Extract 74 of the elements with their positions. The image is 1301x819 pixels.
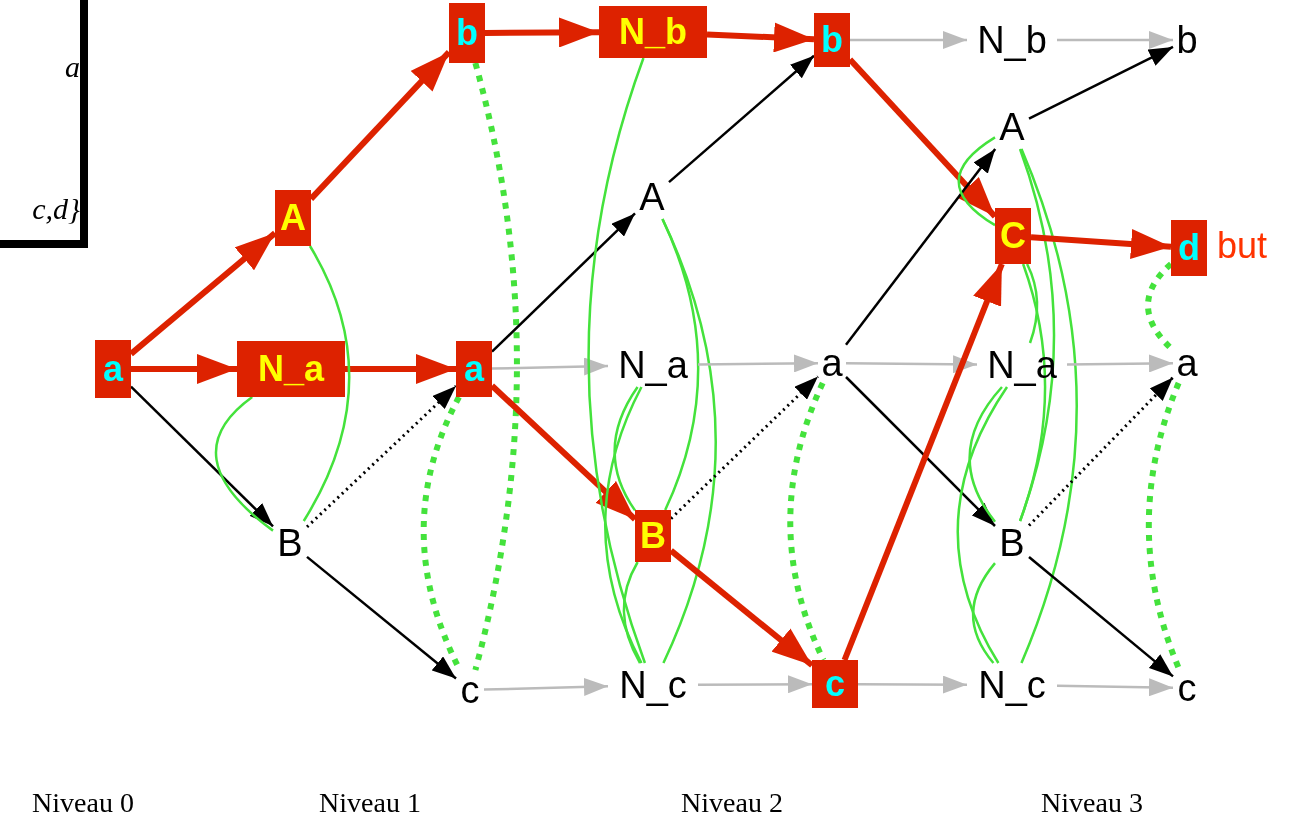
arrow bbox=[845, 148, 997, 346]
node-label: N_c bbox=[608, 663, 698, 707]
arrow bbox=[1057, 31, 1173, 49]
arrow bbox=[845, 376, 996, 527]
mutex-arc bbox=[613, 386, 639, 512]
arrow bbox=[846, 355, 977, 374]
highlighted-node: C bbox=[995, 208, 1031, 264]
arrow bbox=[698, 675, 812, 694]
highlighted-node: N_b bbox=[599, 6, 707, 58]
mutex-arc bbox=[968, 386, 1003, 523]
goal-label: but bbox=[1217, 228, 1268, 264]
level-label: Niveau 1 bbox=[318, 786, 422, 819]
level-label: Niveau 3 bbox=[1040, 786, 1144, 819]
dotted-arrow bbox=[305, 384, 458, 528]
highlighted-node: a bbox=[95, 340, 131, 398]
arrow bbox=[306, 555, 457, 680]
dotted-arc bbox=[472, 62, 520, 671]
mutex-arc bbox=[1020, 148, 1078, 664]
node-label: c bbox=[456, 670, 484, 710]
arrow bbox=[345, 354, 456, 384]
highlighted-node: N_a bbox=[237, 341, 345, 397]
highlighted-node: b bbox=[814, 13, 850, 67]
mutex-arc bbox=[1025, 263, 1039, 344]
arrow bbox=[1028, 556, 1174, 678]
mutex-arc bbox=[956, 386, 1009, 664]
highlighted-node: A bbox=[275, 190, 311, 246]
arrow bbox=[1056, 678, 1174, 697]
highlighted-node: a bbox=[456, 341, 492, 397]
mutex-arc bbox=[661, 218, 717, 664]
level-label: Niveau 0 bbox=[31, 786, 135, 819]
level-label: Niveau 2 bbox=[680, 786, 784, 819]
arrow bbox=[698, 354, 818, 373]
mutex-arc bbox=[302, 245, 351, 522]
dotted-arrow bbox=[1027, 376, 1175, 527]
highlighted-node: c bbox=[812, 660, 858, 708]
mutex-arc bbox=[587, 57, 647, 664]
node-label: A bbox=[995, 105, 1029, 149]
dotted-arc bbox=[1145, 381, 1182, 670]
node-label: N_a bbox=[608, 343, 698, 387]
node-label: B bbox=[273, 521, 307, 565]
arrow bbox=[491, 357, 609, 376]
highlighted-node: B bbox=[635, 510, 671, 562]
highlighted-node: b bbox=[449, 3, 485, 63]
node-label: B bbox=[995, 521, 1029, 565]
arrow bbox=[668, 54, 815, 184]
node-label: N_c bbox=[967, 663, 1057, 707]
mutex-arc bbox=[604, 386, 643, 664]
mutex-arc bbox=[214, 396, 274, 532]
arrow bbox=[1028, 45, 1174, 120]
dotted-arc bbox=[787, 381, 827, 662]
node-label: N_b bbox=[967, 18, 1057, 62]
node-label: a bbox=[1173, 343, 1201, 383]
arrow bbox=[1067, 354, 1173, 373]
node-label: b bbox=[1173, 18, 1201, 62]
arrow bbox=[1030, 229, 1172, 259]
arrow bbox=[491, 212, 636, 353]
formula-text: a bbox=[64, 49, 80, 85]
arrow bbox=[131, 354, 237, 384]
arrow bbox=[850, 31, 967, 49]
mutex-arc bbox=[957, 136, 996, 227]
arrow bbox=[841, 262, 1005, 662]
mutex-arc bbox=[622, 561, 642, 664]
mutex-arc bbox=[661, 218, 700, 511]
mutex-arc bbox=[1018, 263, 1047, 522]
node-label: c bbox=[1173, 668, 1201, 708]
formula-text: c,d} bbox=[31, 191, 80, 227]
node-label: a bbox=[818, 343, 846, 383]
arrow bbox=[858, 675, 967, 694]
arrow bbox=[130, 385, 274, 528]
mutex-arc bbox=[971, 562, 996, 664]
arrow bbox=[706, 22, 815, 53]
arrow bbox=[485, 17, 600, 48]
node-label: A bbox=[635, 175, 669, 219]
arrow bbox=[483, 677, 609, 696]
